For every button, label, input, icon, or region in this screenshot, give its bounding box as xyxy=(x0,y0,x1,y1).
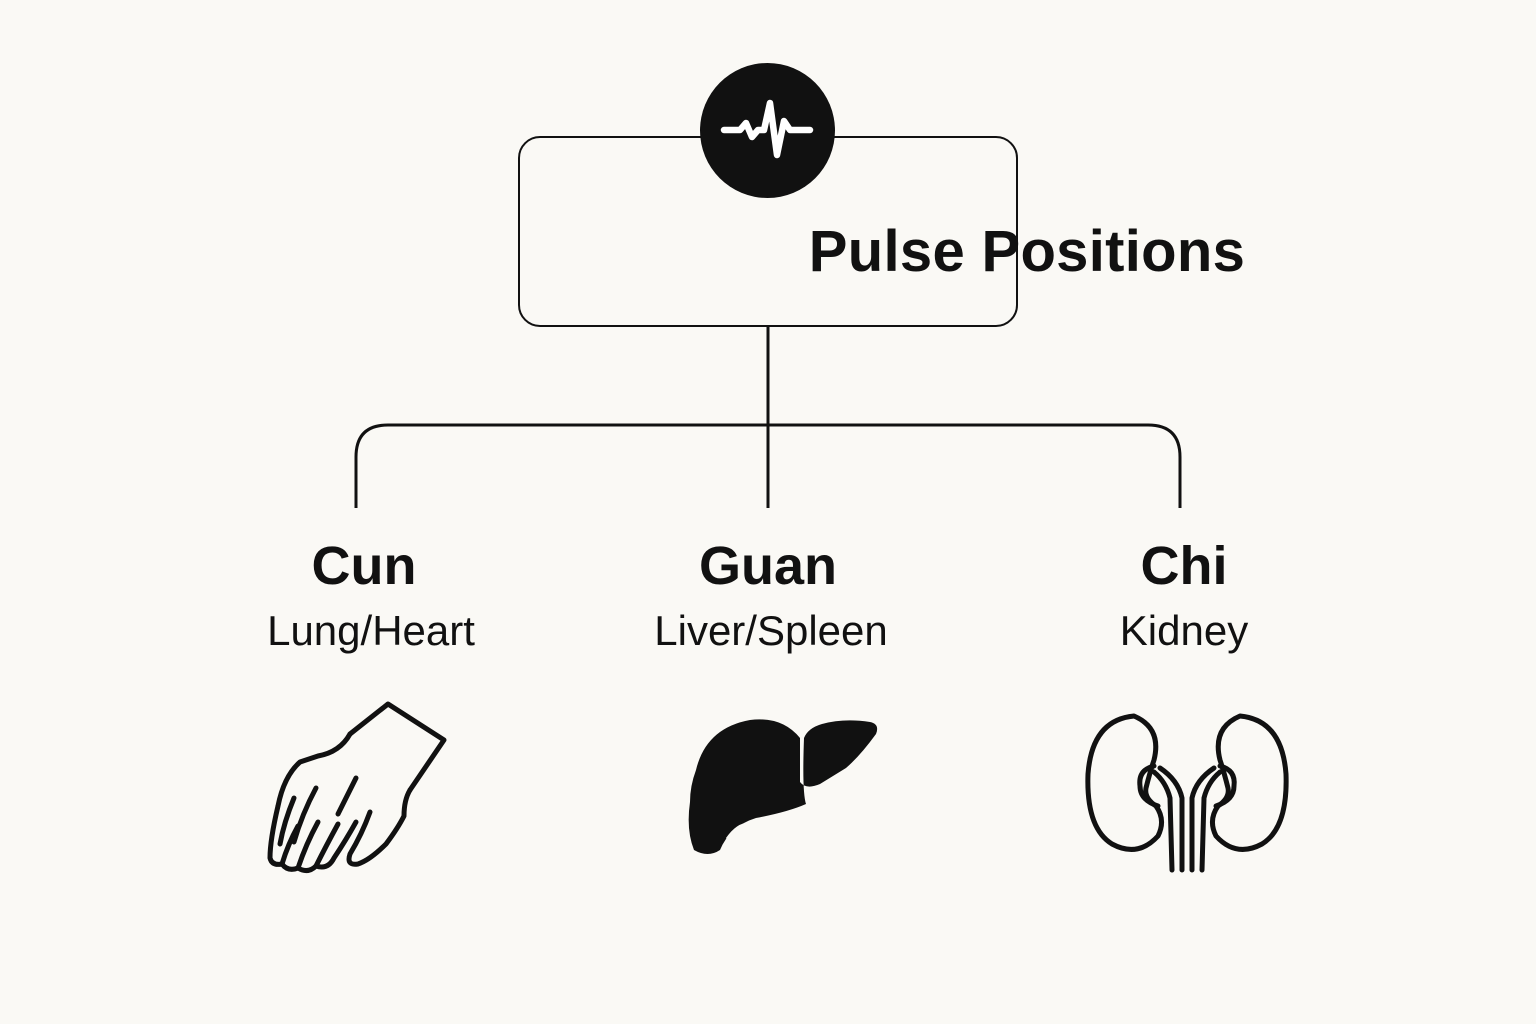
branch-guan-organs: Liver/Spleen xyxy=(654,607,888,654)
pulse-badge xyxy=(700,63,835,198)
branch-cun-name: Cun xyxy=(311,536,417,596)
branch-bar-line xyxy=(354,423,1182,508)
branch-cun: Cun Lung/Heart xyxy=(194,536,534,656)
branch-chi-organs: Kidney xyxy=(1119,607,1249,654)
branch-guan-name: Guan xyxy=(698,536,837,596)
liver-icon xyxy=(688,719,878,854)
kidneys-icon xyxy=(1085,713,1289,873)
branch-cun-organs: Lung/Heart xyxy=(267,607,475,654)
pulse-waveform-icon xyxy=(720,99,814,159)
hand-icon xyxy=(267,701,447,874)
branch-chi: Chi Kidney xyxy=(1014,536,1354,656)
branch-chi-name: Chi xyxy=(1140,536,1228,596)
root-node-title: Pulse Positions xyxy=(808,219,1246,284)
branch-guan: Guan Liver/Spleen xyxy=(598,536,938,656)
